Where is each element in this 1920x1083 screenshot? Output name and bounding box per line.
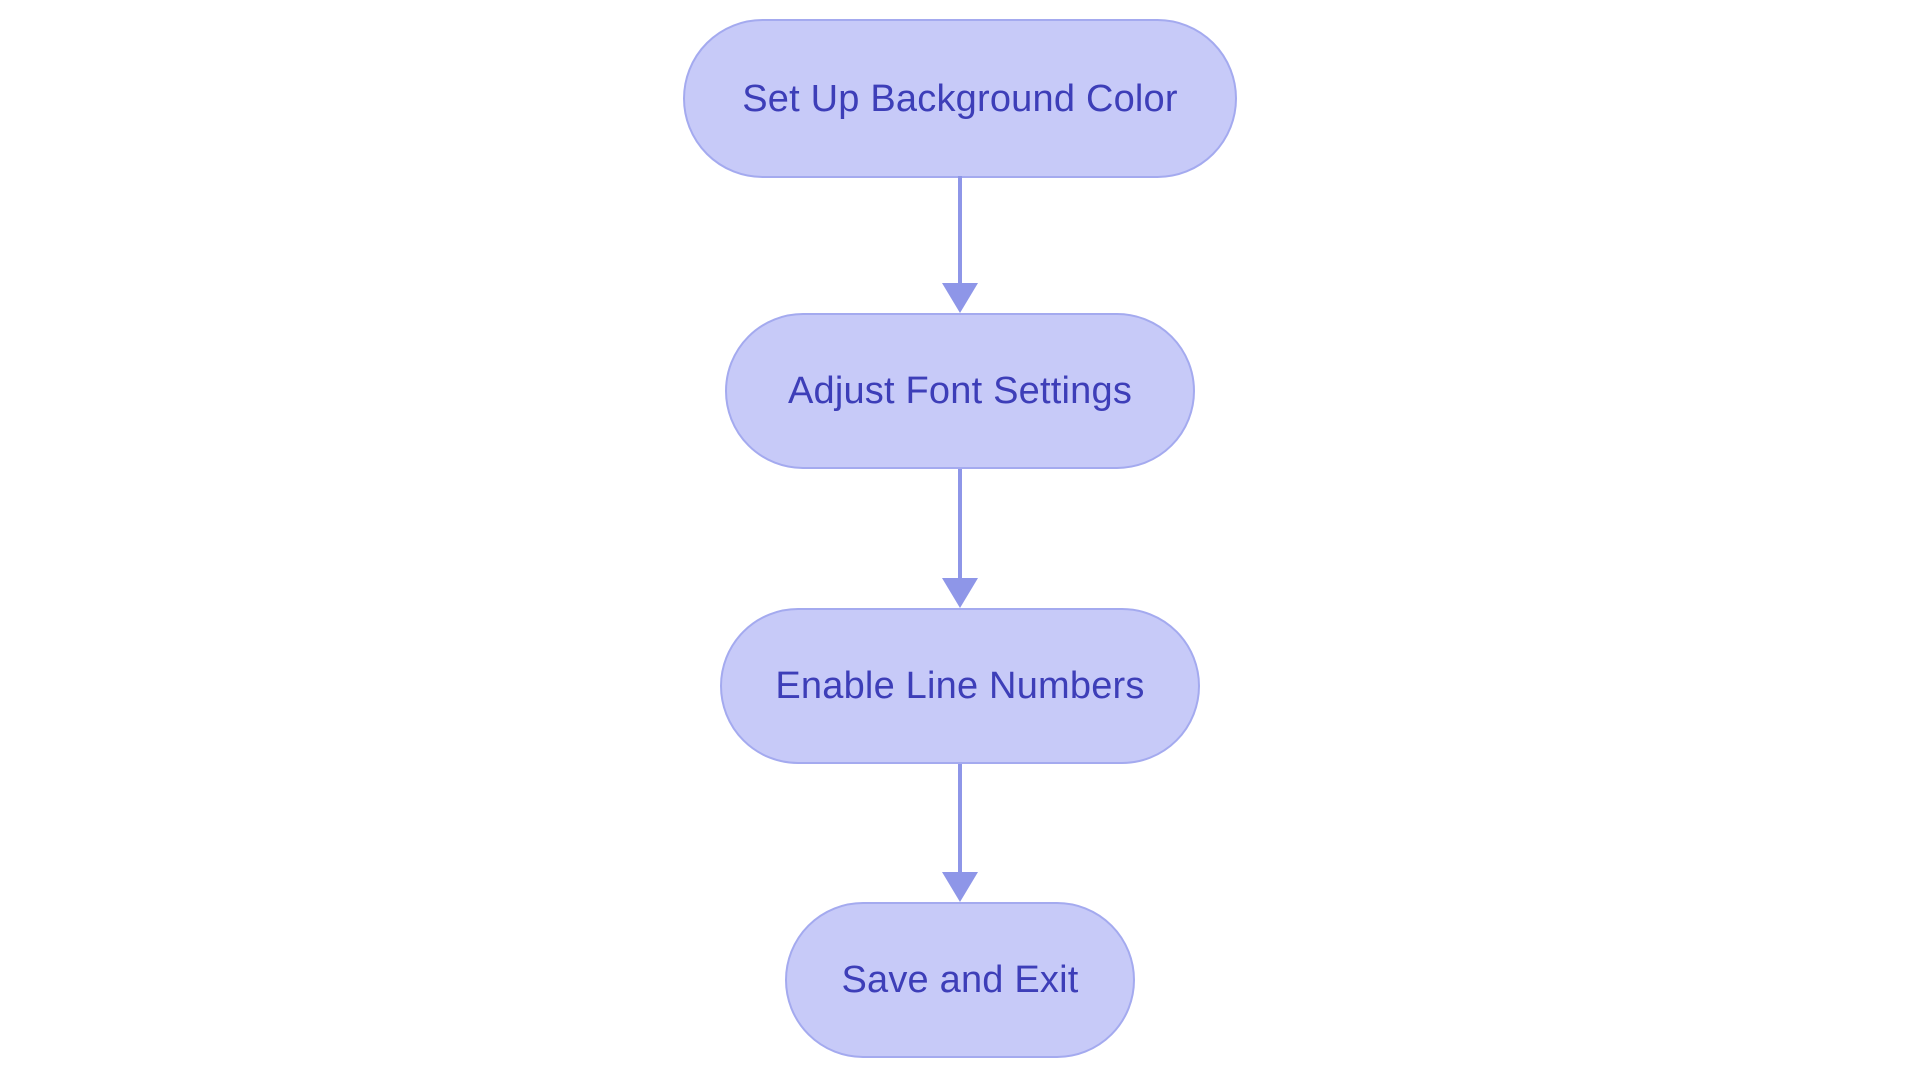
flow-node-enable-line-numbers: Enable Line Numbers bbox=[720, 608, 1200, 764]
node-label: Adjust Font Settings bbox=[787, 370, 1133, 412]
arrow-line bbox=[958, 764, 962, 872]
node-label: Enable Line Numbers bbox=[775, 665, 1145, 707]
arrow-n3-to-n4 bbox=[942, 764, 978, 902]
arrow-line bbox=[958, 176, 962, 283]
arrowhead-down-icon bbox=[942, 578, 978, 608]
flow-node-set-up-background-color: Set Up Background Color bbox=[683, 19, 1237, 178]
flow-node-adjust-font-settings: Adjust Font Settings bbox=[725, 313, 1195, 469]
arrowhead-down-icon bbox=[942, 283, 978, 313]
arrow-n2-to-n3 bbox=[942, 469, 978, 608]
arrow-n1-to-n2 bbox=[942, 176, 978, 313]
flow-node-save-and-exit: Save and Exit bbox=[785, 902, 1135, 1058]
node-label: Save and Exit bbox=[841, 959, 1079, 1001]
node-label: Set Up Background Color bbox=[742, 77, 1178, 120]
arrow-line bbox=[958, 469, 962, 578]
arrowhead-down-icon bbox=[942, 872, 978, 902]
